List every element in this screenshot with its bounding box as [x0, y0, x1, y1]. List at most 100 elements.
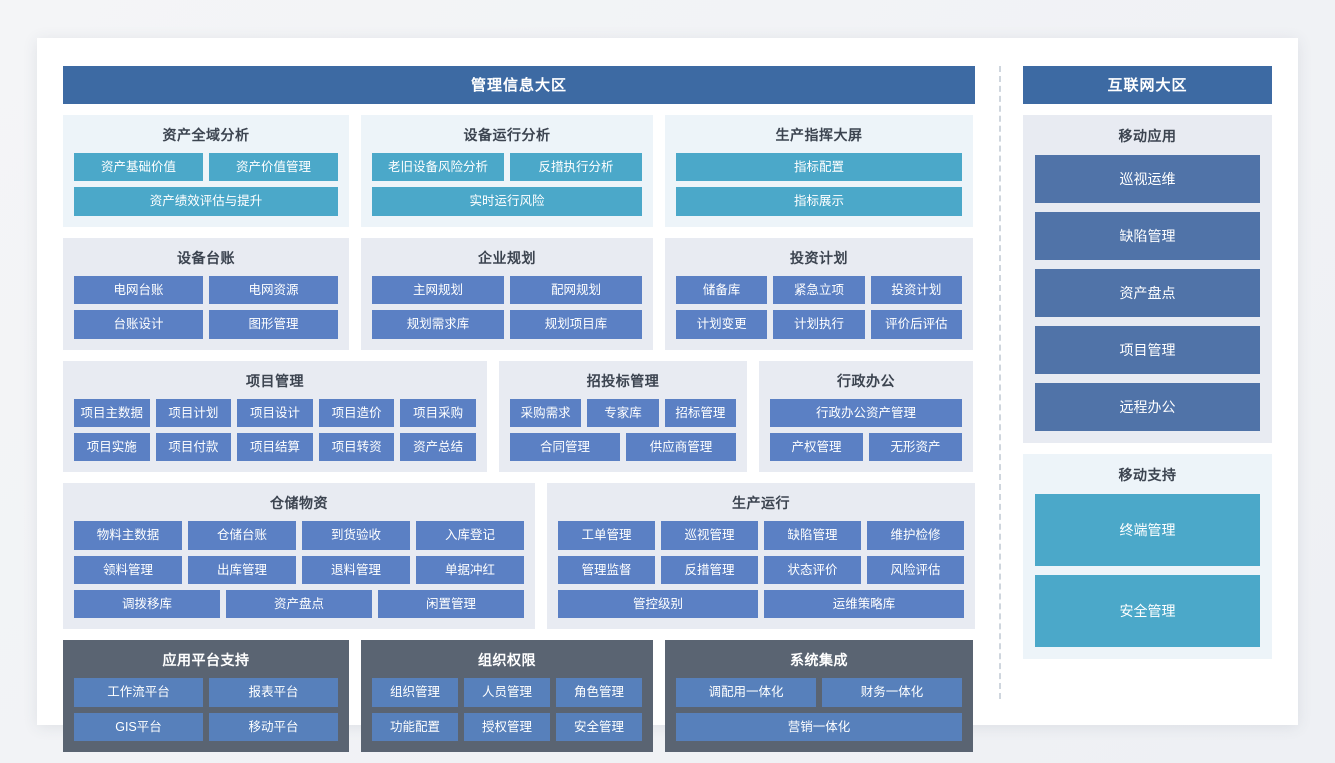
module-button-管控级别[interactable]: 管控级别	[558, 590, 758, 619]
module-button-资产基础价值[interactable]: 资产基础价值	[74, 153, 203, 182]
button-row: 台账设计图形管理	[74, 310, 338, 339]
module-button-项目采购[interactable]: 项目采购	[400, 398, 476, 427]
side-module-button-安全管理[interactable]: 安全管理	[1035, 575, 1260, 647]
module-button-项目转资[interactable]: 项目转资	[318, 432, 395, 462]
module-button-人员管理[interactable]: 人员管理	[464, 678, 550, 707]
module-button-授权管理[interactable]: 授权管理	[464, 712, 550, 742]
module-button-物料主数据[interactable]: 物料主数据	[74, 521, 182, 550]
module-button-评价后评估[interactable]: 评价后评估	[870, 310, 962, 339]
module-button-项目付款[interactable]: 项目付款	[155, 432, 232, 462]
module-button-出库管理[interactable]: 出库管理	[188, 555, 296, 584]
module-button-项目结算[interactable]: 项目结算	[237, 432, 313, 462]
module-button-财务一体化[interactable]: 财务一体化	[822, 678, 962, 707]
card-项目管理: 项目管理项目主数据项目计划项目设计项目造价项目采购项目实施项目付款项目结算项目转…	[63, 360, 487, 473]
module-button-供应商管理[interactable]: 供应商管理	[626, 432, 736, 462]
module-button-项目设计[interactable]: 项目设计	[237, 398, 313, 427]
module-button-主网规划[interactable]: 主网规划	[372, 275, 504, 305]
card-生产指挥大屏: 生产指挥大屏指标配置指标展示	[665, 115, 973, 227]
module-button-采购需求[interactable]: 采购需求	[510, 398, 582, 427]
module-button-实时运行风险[interactable]: 实时运行风险	[372, 187, 642, 216]
button-row: 老旧设备风险分析反措执行分析	[372, 153, 642, 182]
module-button-资产价值管理[interactable]: 资产价值管理	[209, 153, 338, 182]
module-button-图形管理[interactable]: 图形管理	[209, 310, 338, 339]
module-button-GIS平台[interactable]: GIS平台	[74, 712, 203, 742]
module-button-指标配置[interactable]: 指标配置	[676, 153, 962, 182]
module-button-管理监督[interactable]: 管理监督	[558, 555, 655, 584]
side-module-button-远程办公[interactable]: 远程办公	[1035, 383, 1260, 431]
card-title: 企业规划	[478, 249, 536, 266]
module-button-项目实施[interactable]: 项目实施	[74, 432, 150, 462]
module-button-老旧设备风险分析[interactable]: 老旧设备风险分析	[372, 153, 504, 182]
module-button-报表平台[interactable]: 报表平台	[209, 678, 338, 707]
module-button-营销一体化[interactable]: 营销一体化	[676, 712, 962, 742]
side-module-button-终端管理[interactable]: 终端管理	[1035, 494, 1260, 566]
module-button-配网规划[interactable]: 配网规划	[510, 275, 642, 305]
module-button-调拨移库[interactable]: 调拨移库	[74, 590, 220, 619]
module-button-电网台账[interactable]: 电网台账	[74, 275, 203, 305]
button-row: 工作流平台报表平台	[74, 678, 338, 707]
module-button-紧急立项[interactable]: 紧急立项	[773, 275, 865, 305]
module-button-专家库[interactable]: 专家库	[587, 398, 659, 427]
module-button-调配用一体化[interactable]: 调配用一体化	[676, 678, 816, 707]
module-button-规划项目库[interactable]: 规划项目库	[510, 310, 642, 339]
module-button-巡视管理[interactable]: 巡视管理	[661, 521, 758, 550]
module-button-角色管理[interactable]: 角色管理	[556, 678, 642, 707]
module-button-反措执行分析[interactable]: 反措执行分析	[510, 153, 642, 182]
module-button-招标管理[interactable]: 招标管理	[664, 398, 736, 427]
module-button-计划变更[interactable]: 计划变更	[676, 310, 768, 339]
side-module-button-项目管理[interactable]: 项目管理	[1035, 326, 1260, 374]
module-button-项目计划[interactable]: 项目计划	[155, 398, 232, 427]
button-row: 项目主数据项目计划项目设计项目造价项目采购	[74, 398, 476, 427]
module-button-无形资产[interactable]: 无形资产	[869, 432, 962, 462]
module-button-合同管理[interactable]: 合同管理	[510, 432, 620, 462]
button-row: 产权管理无形资产	[770, 432, 962, 462]
module-button-资产盘点[interactable]: 资产盘点	[226, 590, 372, 619]
side-module-button-缺陷管理[interactable]: 缺陷管理	[1035, 212, 1260, 260]
module-button-工作流平台[interactable]: 工作流平台	[74, 678, 203, 707]
side-card-container: 移动应用巡视运维缺陷管理资产盘点项目管理远程办公移动支持终端管理安全管理	[1023, 104, 1272, 659]
module-button-移动平台[interactable]: 移动平台	[209, 712, 338, 742]
module-button-资产绩效评估与提升[interactable]: 资产绩效评估与提升	[74, 187, 338, 216]
module-button-产权管理[interactable]: 产权管理	[770, 432, 863, 462]
module-button-退料管理[interactable]: 退料管理	[302, 555, 410, 584]
module-button-领料管理[interactable]: 领料管理	[74, 555, 182, 584]
module-button-安全管理[interactable]: 安全管理	[556, 712, 642, 742]
module-button-风险评估[interactable]: 风险评估	[867, 555, 964, 584]
module-button-缺陷管理[interactable]: 缺陷管理	[764, 521, 861, 550]
module-button-功能配置[interactable]: 功能配置	[372, 712, 458, 742]
card-系统集成: 系统集成调配用一体化财务一体化营销一体化	[665, 640, 973, 753]
card-title: 生产指挥大屏	[775, 127, 863, 143]
module-button-到货验收[interactable]: 到货验收	[302, 521, 410, 550]
card-title: 仓储物资	[270, 495, 328, 512]
module-button-项目主数据[interactable]: 项目主数据	[74, 398, 150, 427]
module-button-电网资源[interactable]: 电网资源	[209, 275, 338, 305]
module-button-仓储台账[interactable]: 仓储台账	[188, 521, 296, 550]
module-button-单据冲红[interactable]: 单据冲红	[416, 555, 524, 584]
module-button-项目造价[interactable]: 项目造价	[318, 398, 395, 427]
side-module-button-资产盘点[interactable]: 资产盘点	[1035, 269, 1260, 317]
module-button-闲置管理[interactable]: 闲置管理	[378, 590, 524, 619]
card-设备运行分析: 设备运行分析老旧设备风险分析反措执行分析实时运行风险	[361, 115, 653, 227]
module-button-维护检修[interactable]: 维护检修	[867, 521, 964, 550]
module-button-资产总结[interactable]: 资产总结	[400, 432, 476, 462]
region-management-information: 管理信息大区 资产全域分析资产基础价值资产价值管理资产绩效评估与提升设备运行分析…	[63, 66, 975, 753]
side-module-button-巡视运维[interactable]: 巡视运维	[1035, 155, 1260, 203]
module-button-指标展示[interactable]: 指标展示	[676, 187, 962, 216]
button-row: 管理监督反措管理状态评价风险评估	[558, 555, 964, 584]
module-button-状态评价[interactable]: 状态评价	[764, 555, 861, 584]
module-button-台账设计[interactable]: 台账设计	[74, 310, 203, 339]
module-button-组织管理[interactable]: 组织管理	[372, 678, 458, 707]
module-button-入库登记[interactable]: 入库登记	[416, 521, 524, 550]
module-button-工单管理[interactable]: 工单管理	[558, 521, 655, 550]
module-button-储备库[interactable]: 储备库	[676, 275, 768, 305]
card-title: 项目管理	[246, 372, 304, 389]
module-button-反措管理[interactable]: 反措管理	[661, 555, 758, 584]
side-card-title: 移动支持	[1118, 467, 1177, 483]
module-button-行政办公资产管理[interactable]: 行政办公资产管理	[770, 398, 962, 427]
module-button-规划需求库[interactable]: 规划需求库	[372, 310, 504, 339]
button-row: 管控级别运维策略库	[558, 590, 964, 619]
module-button-计划执行[interactable]: 计划执行	[773, 310, 865, 339]
module-button-投资计划[interactable]: 投资计划	[870, 275, 962, 305]
module-button-运维策略库[interactable]: 运维策略库	[764, 590, 964, 619]
